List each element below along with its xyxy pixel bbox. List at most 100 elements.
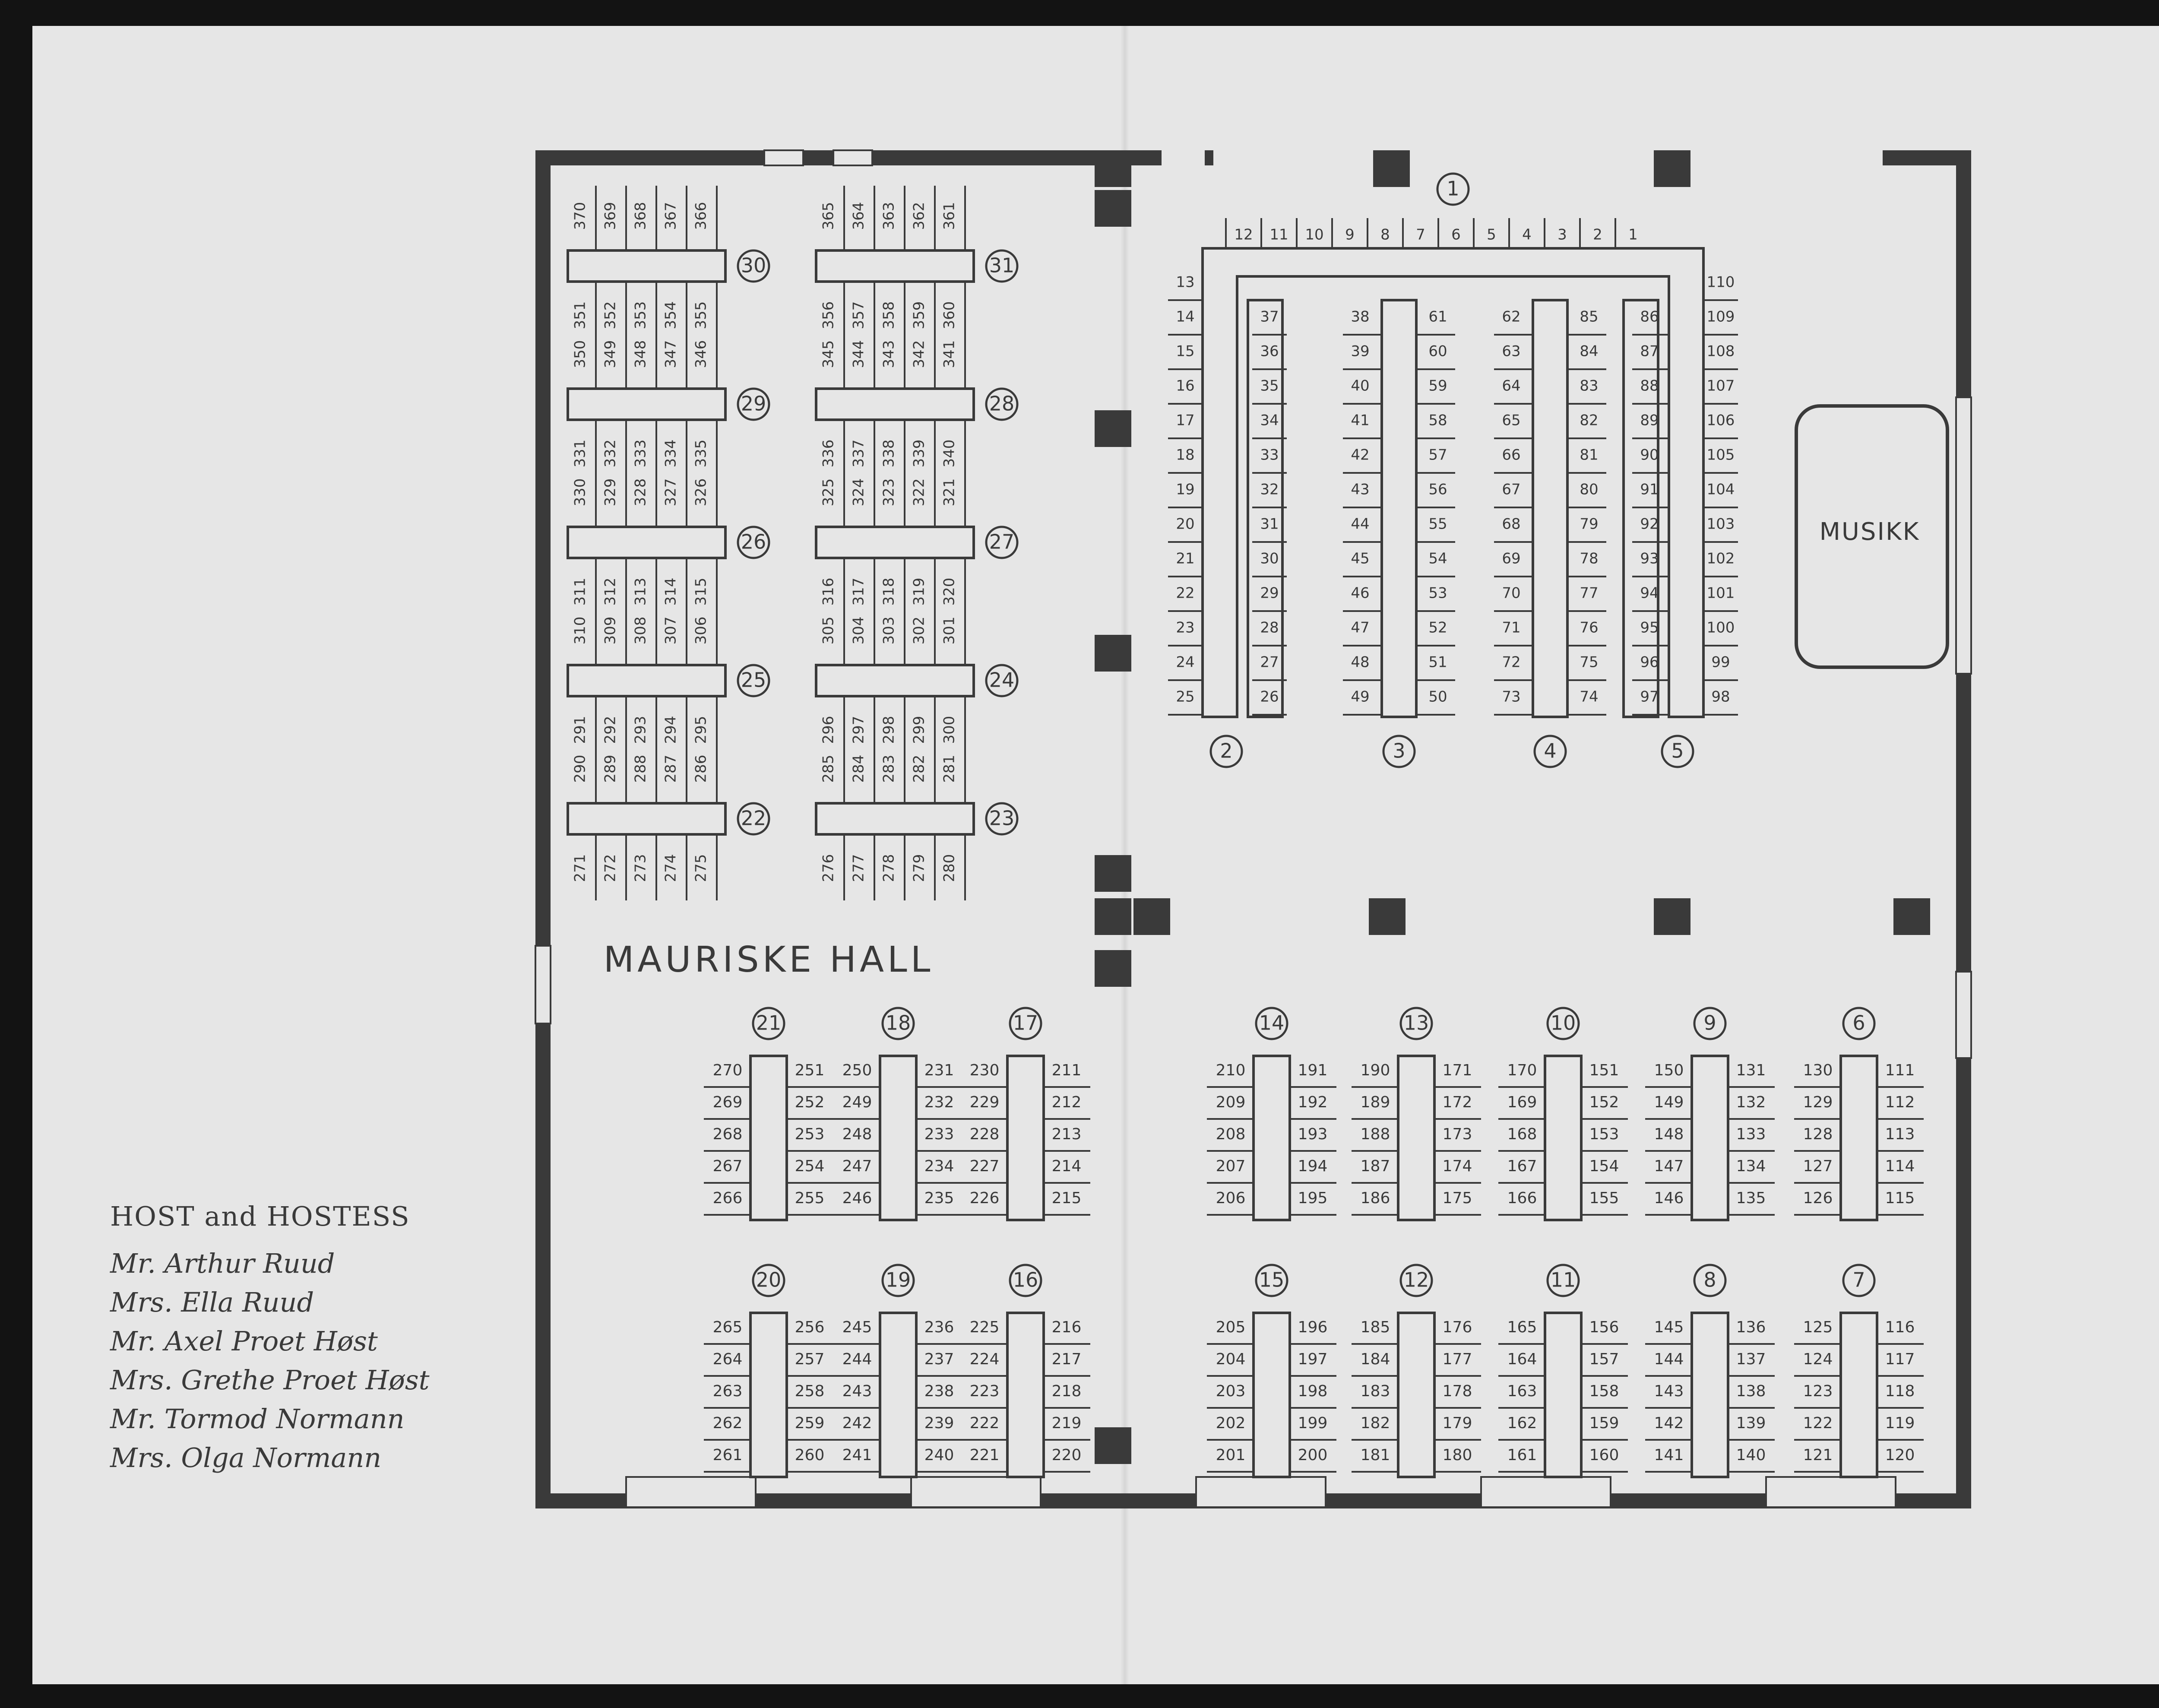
seat-number: 90 bbox=[1640, 447, 1659, 464]
table-number: 17 bbox=[1013, 1011, 1038, 1035]
seat-number: 9 bbox=[1345, 226, 1355, 244]
seat-number: 100 bbox=[1707, 619, 1735, 637]
seat-number: 161 bbox=[1507, 1446, 1537, 1464]
seat-number: 173 bbox=[1443, 1125, 1472, 1143]
window bbox=[535, 945, 551, 1024]
seat-number: 353 bbox=[632, 301, 649, 330]
seat-number: 156 bbox=[1589, 1318, 1619, 1336]
table-number-circle bbox=[881, 1007, 915, 1040]
table-number: 5 bbox=[1671, 739, 1684, 763]
seat-number: 271 bbox=[572, 854, 589, 882]
seat-number: 118 bbox=[1885, 1382, 1915, 1400]
host-name: Mrs. Olga Normann bbox=[110, 1442, 382, 1474]
seat-number: 310 bbox=[572, 617, 589, 645]
seat-number: 41 bbox=[1351, 412, 1369, 429]
seat-number: 175 bbox=[1443, 1189, 1472, 1207]
seat-number: 19 bbox=[1176, 481, 1194, 498]
seat-number: 12 bbox=[1234, 226, 1253, 244]
seat-number: 225 bbox=[970, 1318, 1000, 1336]
seat-number: 315 bbox=[693, 578, 710, 606]
seat-number: 52 bbox=[1428, 619, 1447, 637]
host-name: Mrs. Grethe Proet Høst bbox=[110, 1364, 430, 1396]
seat-number: 338 bbox=[880, 440, 898, 468]
table-number: 10 bbox=[1551, 1011, 1576, 1035]
table-number: 25 bbox=[741, 669, 766, 692]
seat-number: 177 bbox=[1443, 1350, 1472, 1368]
seat-number: 143 bbox=[1654, 1382, 1684, 1400]
seat-number: 134 bbox=[1736, 1157, 1766, 1175]
seat-number: 128 bbox=[1803, 1125, 1833, 1143]
seat-number: 336 bbox=[820, 440, 837, 468]
seat-number: 207 bbox=[1216, 1157, 1246, 1175]
table-number-circle bbox=[737, 526, 770, 559]
seat-number: 153 bbox=[1589, 1125, 1619, 1143]
seat-number: 67 bbox=[1502, 481, 1520, 498]
floor-table-top bbox=[1544, 1055, 1583, 1221]
seat-number: 348 bbox=[632, 340, 649, 368]
wall bbox=[1883, 150, 1971, 165]
entrance bbox=[910, 1476, 1042, 1508]
seat-number: 37 bbox=[1260, 308, 1279, 326]
floor-table-top bbox=[749, 1055, 788, 1221]
seat-number: 267 bbox=[713, 1157, 743, 1175]
seat-number: 160 bbox=[1589, 1446, 1619, 1464]
seat-number: 344 bbox=[850, 340, 867, 368]
seat-number: 239 bbox=[924, 1414, 954, 1432]
seat-number: 329 bbox=[602, 478, 619, 507]
seat-number: 115 bbox=[1885, 1189, 1915, 1207]
seat-number: 120 bbox=[1885, 1446, 1915, 1464]
table-number: 15 bbox=[1259, 1268, 1285, 1292]
seat-number: 88 bbox=[1640, 377, 1659, 395]
table-number: 4 bbox=[1544, 739, 1556, 763]
seat-number: 355 bbox=[693, 301, 710, 330]
seat-number: 105 bbox=[1707, 447, 1735, 464]
seat-number: 152 bbox=[1589, 1093, 1619, 1111]
floor-table-top bbox=[1397, 1312, 1436, 1478]
seat-number: 211 bbox=[1052, 1062, 1082, 1079]
seat-number: 111 bbox=[1885, 1062, 1915, 1079]
seat-number: 123 bbox=[1803, 1382, 1833, 1400]
seat-number: 7 bbox=[1416, 226, 1425, 244]
seat-number: 245 bbox=[842, 1318, 872, 1336]
seat-number: 258 bbox=[795, 1382, 825, 1400]
hall-table-top bbox=[567, 802, 727, 836]
seat-number: 241 bbox=[842, 1446, 872, 1464]
seat-number: 340 bbox=[941, 440, 958, 468]
hall-title: MAURISKE HALL bbox=[604, 939, 934, 980]
seat-number: 8 bbox=[1380, 226, 1390, 244]
seat-number: 106 bbox=[1707, 412, 1735, 429]
seat-number: 135 bbox=[1736, 1189, 1766, 1207]
prong-table bbox=[1380, 299, 1418, 718]
seat-number: 72 bbox=[1502, 654, 1520, 671]
pillar bbox=[1095, 150, 1131, 187]
seat-number: 290 bbox=[572, 755, 589, 783]
seat-number: 121 bbox=[1803, 1446, 1833, 1464]
seat-number: 130 bbox=[1803, 1062, 1833, 1079]
seat-number: 68 bbox=[1502, 516, 1520, 533]
seat-number: 31 bbox=[1260, 516, 1279, 533]
table-number-circle bbox=[737, 249, 770, 283]
seat-number: 42 bbox=[1351, 447, 1369, 464]
table-number-circle bbox=[1255, 1264, 1288, 1297]
seat-number: 178 bbox=[1443, 1382, 1472, 1400]
prong-table bbox=[1532, 299, 1569, 718]
table-number: 31 bbox=[989, 254, 1015, 277]
seat-number: 351 bbox=[572, 301, 589, 330]
seat-number: 317 bbox=[850, 578, 867, 606]
table-number-circle bbox=[1399, 1264, 1433, 1297]
table-number: 22 bbox=[741, 807, 766, 830]
seat-number: 45 bbox=[1351, 550, 1369, 567]
table-number: 9 bbox=[1703, 1011, 1716, 1035]
seat-number: 291 bbox=[572, 716, 589, 744]
seat-number: 312 bbox=[602, 578, 619, 606]
seat-number: 323 bbox=[880, 478, 898, 507]
seat-number: 75 bbox=[1580, 654, 1598, 671]
host-name: Mr. Tormod Normann bbox=[110, 1403, 405, 1435]
seat-number: 64 bbox=[1502, 377, 1520, 395]
seat-number: 26 bbox=[1260, 688, 1279, 706]
floor-table-top bbox=[749, 1312, 788, 1478]
